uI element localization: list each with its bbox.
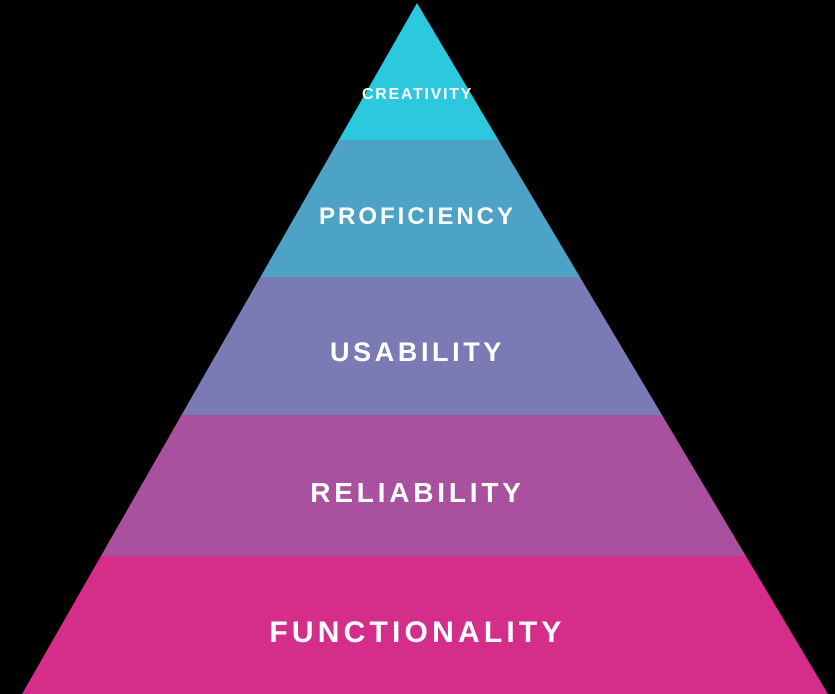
pyramid-tier-4[interactable] (100, 415, 746, 556)
pyramid-tiers (22, 3, 828, 694)
pyramid-tier-1[interactable] (338, 3, 499, 140)
pyramid-tier-3[interactable] (181, 277, 663, 415)
pyramid-tier-5[interactable] (22, 556, 828, 694)
pyramid-tier-2[interactable] (260, 140, 580, 277)
